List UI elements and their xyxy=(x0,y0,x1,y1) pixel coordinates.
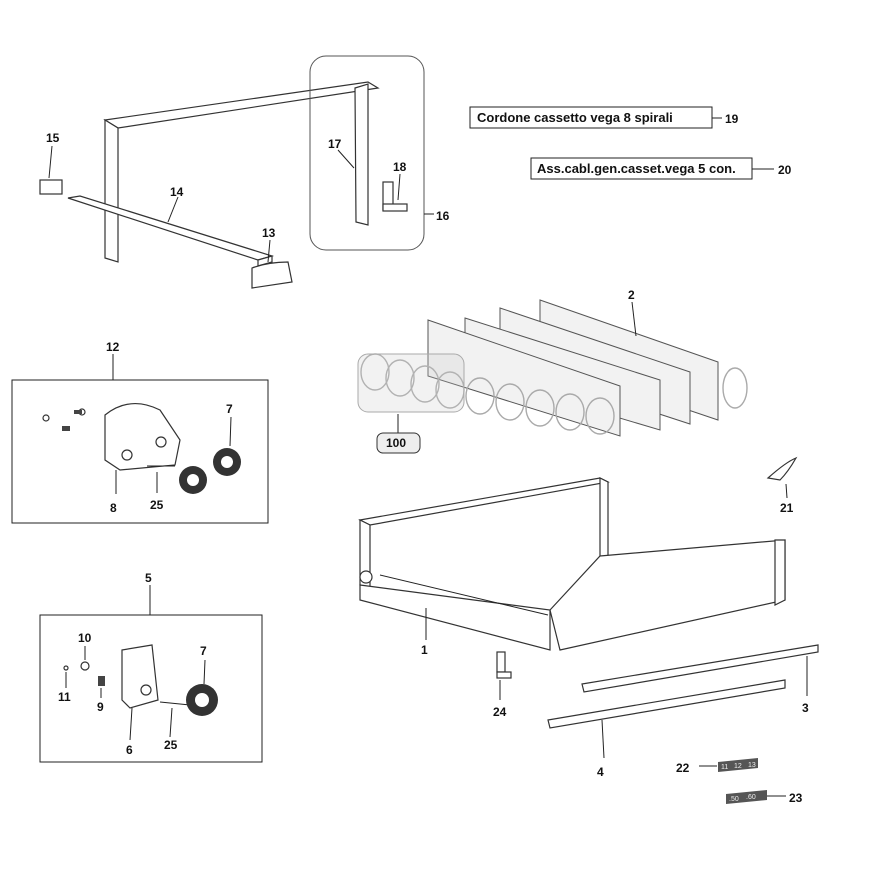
frame-assembly xyxy=(39,55,425,289)
drawer-tray xyxy=(358,477,786,651)
callout-13: 13 xyxy=(262,226,276,240)
tag-22: 11 12 13 xyxy=(718,758,758,772)
svg-text:11: 11 xyxy=(721,764,728,771)
svg-text:.50: .50 xyxy=(729,796,739,803)
callout-5: 5 xyxy=(145,571,152,585)
svg-text:12: 12 xyxy=(734,763,742,770)
svg-text:13: 13 xyxy=(748,762,756,769)
callout-20: 20 xyxy=(778,163,792,177)
callout-9: 9 xyxy=(97,700,104,714)
callout-22: 22 xyxy=(676,761,690,775)
callout-4: 4 xyxy=(597,765,604,779)
callout-2: 2 xyxy=(628,288,635,302)
callout-15: 15 xyxy=(46,131,60,145)
callout-7-upper: 7 xyxy=(226,402,233,416)
callout-18: 18 xyxy=(393,160,407,174)
cable-20-label: Ass.cabl.gen.casset.vega 5 con. xyxy=(537,161,736,176)
callout-21: 21 xyxy=(780,501,794,515)
callout-11: 11 xyxy=(58,690,71,704)
detail-box-5 xyxy=(39,614,263,763)
callout-25-lower: 25 xyxy=(164,738,178,752)
lock-assembly-12 xyxy=(42,403,241,494)
callout-8: 8 xyxy=(110,501,117,515)
callout-25-upper: 25 xyxy=(150,498,164,512)
callout-12: 12 xyxy=(106,340,120,354)
callout-7-lower: 7 xyxy=(200,644,207,658)
callout-17: 17 xyxy=(328,137,342,151)
callout-19: 19 xyxy=(725,112,739,126)
group-outline-16 xyxy=(309,55,425,251)
callout-1: 1 xyxy=(421,643,428,657)
callout-10: 10 xyxy=(78,631,92,645)
callout-16: 16 xyxy=(436,209,450,223)
callout-6: 6 xyxy=(126,743,133,757)
svg-text:.60: .60 xyxy=(746,794,756,801)
callout-14: 14 xyxy=(170,185,184,199)
callout-3: 3 xyxy=(802,701,809,715)
lock-assembly-5 xyxy=(63,644,218,716)
spiral-dividers xyxy=(357,299,748,437)
tag-23: .50 .60 xyxy=(726,790,767,804)
callout-23: 23 xyxy=(789,791,803,805)
detail-box-12 xyxy=(11,379,269,524)
cable-19-label: Cordone cassetto vega 8 spirali xyxy=(477,110,673,125)
callout-100-box xyxy=(376,432,421,454)
callout-24: 24 xyxy=(493,705,507,719)
callout-100: 100 xyxy=(386,436,406,450)
